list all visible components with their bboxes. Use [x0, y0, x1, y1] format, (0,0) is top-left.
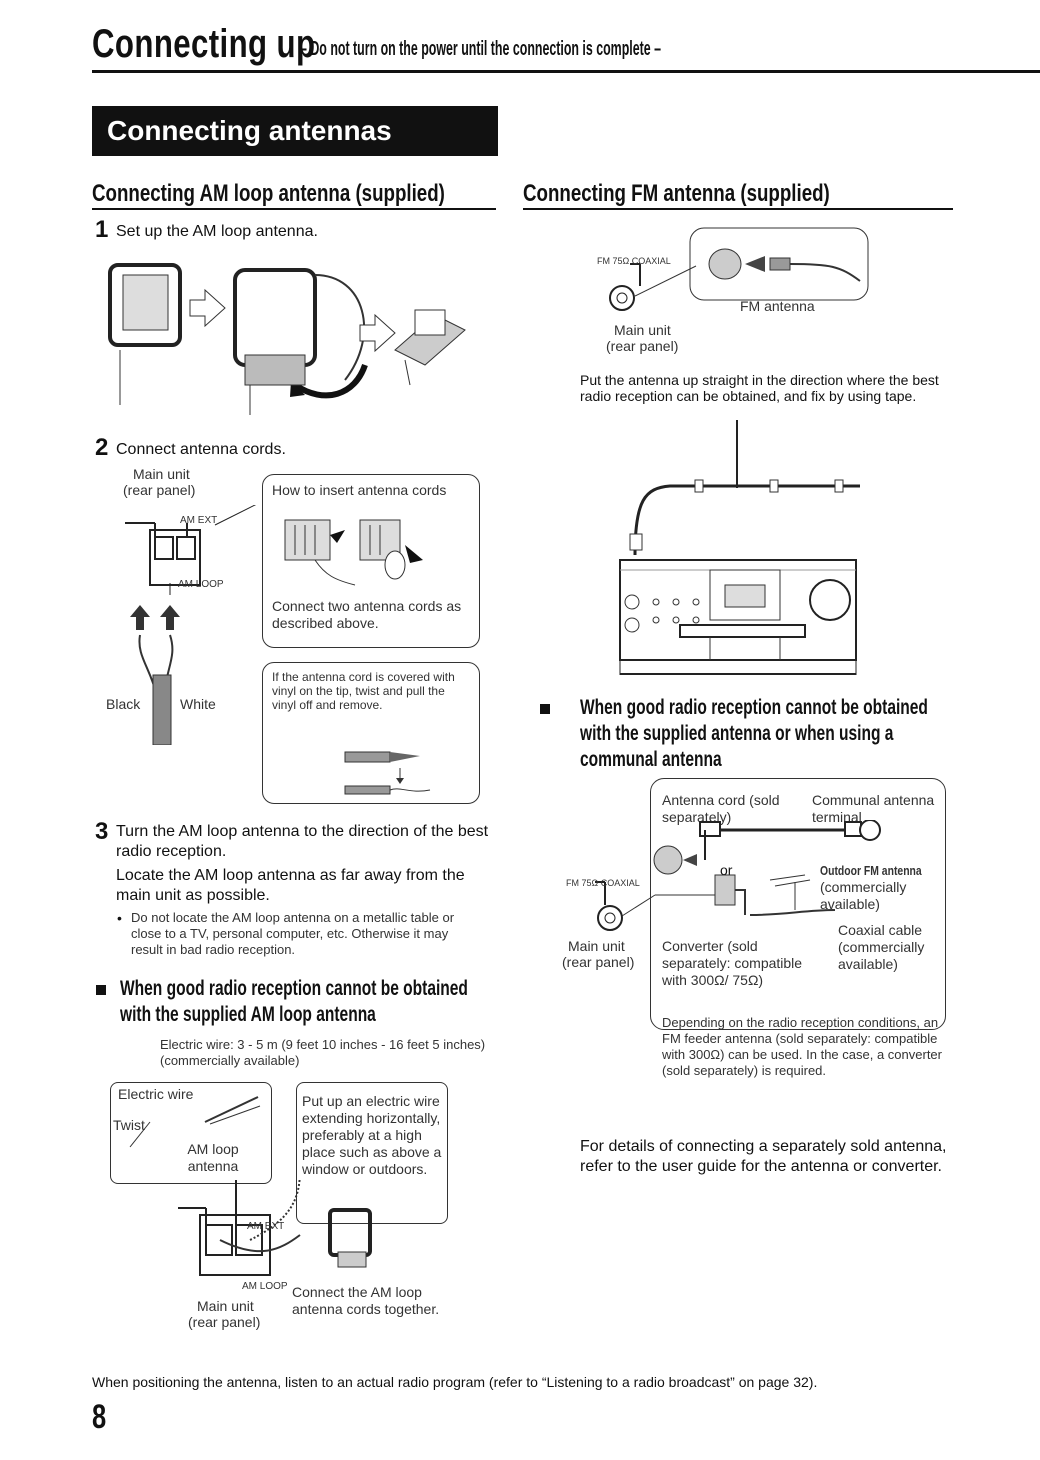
fm-heading-rule [523, 208, 953, 210]
fm-coaxial-label: FM 75Ω COAXIAL [597, 256, 671, 266]
electric-wire-spec: Electric wire: 3 - 5 m (9 feet 10 inches… [160, 1037, 486, 1068]
step-2-number: 2 [95, 434, 109, 461]
how-to-insert-title: How to insert antenna cords [272, 482, 447, 498]
black-label: Black [106, 696, 141, 712]
electric-wire-label: Electric wire [118, 1086, 194, 1102]
step-1-number: 1 [95, 216, 109, 243]
am-wire-connection-illustration [178, 1180, 372, 1276]
outdoor-commercial-label: (commercially available) [820, 879, 907, 912]
communal-antenna-illustration [595, 820, 881, 931]
fm-poor-bullet-square [540, 704, 550, 714]
step-1-text: Set up the AM loop antenna. [116, 223, 318, 240]
fm-heading: Connecting FM antenna (supplied) [523, 180, 830, 207]
section-banner: Connecting antennas [92, 106, 498, 156]
vinyl-note-text: If the antenna cord is covered with viny… [272, 670, 455, 712]
fm-put-up-text: Put the antenna up straight in the direc… [580, 372, 939, 404]
electric-wire-box [110, 1082, 272, 1184]
white-label: White [180, 696, 216, 712]
am-loop-label-2: AM LOOP [242, 1281, 288, 1292]
am-ext-label-2: AM EXT [247, 1221, 285, 1232]
communal-antenna-box [650, 778, 946, 1030]
page-number: 8 [92, 1398, 107, 1436]
converter-label: Converter (sold separately: compatible w… [662, 938, 803, 988]
bullet-dot: • [117, 910, 122, 926]
bullet-text: Do not locate the AM loop antenna on a m… [131, 910, 455, 957]
page-title: Connecting up [92, 22, 316, 66]
fm-antenna-connection-illustration [609, 227, 869, 311]
fm-coaxial-label-2: FM 75Ω COAXIAL [566, 878, 640, 888]
vinyl-strip-illustration [344, 751, 431, 795]
am-main-unit-label: Main unit [133, 466, 190, 482]
am-poor-reception-heading: When good radio reception cannot be obta… [120, 977, 468, 1026]
step-3-text: Turn the AM loop antenna to the directio… [116, 823, 489, 860]
coaxial-cable-label: Coaxial cable (commercially available) [838, 922, 925, 972]
fm-poor-reception-heading: When good radio reception cannot be obta… [580, 696, 928, 771]
am-loop-antenna-label: AM loop antenna [187, 1141, 239, 1174]
am-loop-setup-illustration [108, 263, 466, 415]
banner-title: Connecting antennas [107, 115, 392, 146]
am-heading-rule [92, 208, 496, 210]
fm-details-text: For details of connecting a separately s… [580, 1138, 947, 1175]
am-rear-panel-label: (rear panel) [123, 482, 196, 498]
twist-label: Twist [113, 1117, 145, 1133]
fm-main-unit-label: Main unit [614, 322, 671, 338]
antenna-cord-illustration [130, 605, 180, 745]
am-terminal-illustration [125, 505, 257, 595]
am-rear-panel-label-2: (rear panel) [188, 1314, 261, 1330]
am-loop-label-1: AM LOOP [178, 579, 224, 590]
how-to-insert-text: Connect two antenna cords as described a… [272, 598, 462, 631]
outdoor-antenna-label: Outdoor FM antenna [820, 863, 922, 878]
put-up-wire-text: Put up an electric wire extending horizo… [302, 1093, 442, 1177]
step-3-locate-text: Locate the AM loop antenna as far away f… [116, 867, 465, 904]
fm-main-unit-illustration [619, 420, 860, 675]
connect-together-text: Connect the AM loop antenna cords togeth… [292, 1284, 440, 1317]
twist-wire-illustration [129, 1096, 261, 1148]
am-heading: Connecting AM loop antenna (supplied) [92, 180, 445, 207]
am-ext-label-1: AM EXT [180, 515, 218, 526]
how-to-insert-box [262, 474, 480, 648]
footer-note: When positioning the antenna, listen to … [92, 1374, 818, 1390]
step-3-number: 3 [95, 818, 109, 845]
fm-antenna-label: FM antenna [740, 298, 815, 314]
fm-rear-panel-label: (rear panel) [606, 338, 679, 354]
page-subtitle: – Do not turn on the power until the con… [300, 38, 661, 60]
depending-text: Depending on the radio reception conditi… [662, 1015, 942, 1078]
fm-rear-panel-label-2: (rear panel) [562, 954, 635, 970]
fm-main-unit-label-2: Main unit [568, 938, 625, 954]
am-main-unit-label-2: Main unit [197, 1298, 254, 1314]
step-2-text: Connect antenna cords. [116, 441, 286, 458]
vinyl-note-box [262, 662, 480, 804]
insert-cord-illustration [284, 519, 423, 586]
or-label: or [720, 862, 733, 878]
am-poor-bullet-square [96, 985, 106, 995]
header-rule [92, 70, 1040, 73]
